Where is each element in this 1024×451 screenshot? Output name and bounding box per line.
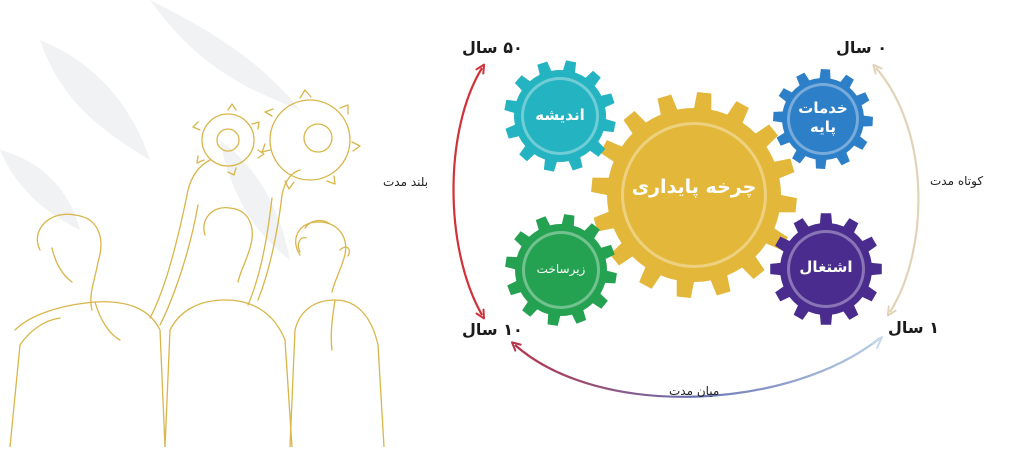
illustration-gear-icon-large <box>261 89 361 190</box>
year-50-label: ۵۰ سال <box>462 38 523 57</box>
leaf-shadow-decoration <box>0 0 300 260</box>
year-1-label: ۱ سال <box>888 318 939 337</box>
employment-gear-label: اشتغال <box>799 258 853 276</box>
people-illustration <box>9 89 385 448</box>
employment-gear-icon-hub <box>790 233 862 305</box>
illustration-gear-icon <box>192 103 265 176</box>
year-0-label: ۰ سال <box>836 38 887 57</box>
medium-term-arrow <box>510 336 883 398</box>
employment-gear-icon <box>770 213 882 325</box>
infrastructure-gear-icon-hub <box>525 234 597 306</box>
basic-services-gear-icon-hub <box>790 86 856 152</box>
short-term-label: کوتاه مدت <box>930 174 984 188</box>
infrastructure-gear-icon <box>505 214 617 326</box>
short-term-arrow <box>872 63 920 317</box>
center-gear-label: چرخه پایداری <box>631 176 757 198</box>
medium-term-label: میان مدت <box>669 384 720 398</box>
center-gear-icon <box>591 92 797 298</box>
year-10-label: ۱۰ سال <box>462 320 523 339</box>
long-term-arrow <box>452 63 486 320</box>
center-gear-icon-hub <box>624 125 764 265</box>
ideas-gear-icon-hub <box>524 80 596 152</box>
ideas-gear-label: اندیشه <box>535 106 585 124</box>
gears-layer <box>504 60 882 326</box>
ideas-gear-icon <box>504 60 616 172</box>
long-term-label: بلند مدت <box>383 175 429 189</box>
infrastructure-gear-label: زیرساخت <box>536 262 586 276</box>
basic-services-gear-icon <box>773 69 873 169</box>
basic-services-gear-label: خدمات پایه <box>798 99 848 136</box>
